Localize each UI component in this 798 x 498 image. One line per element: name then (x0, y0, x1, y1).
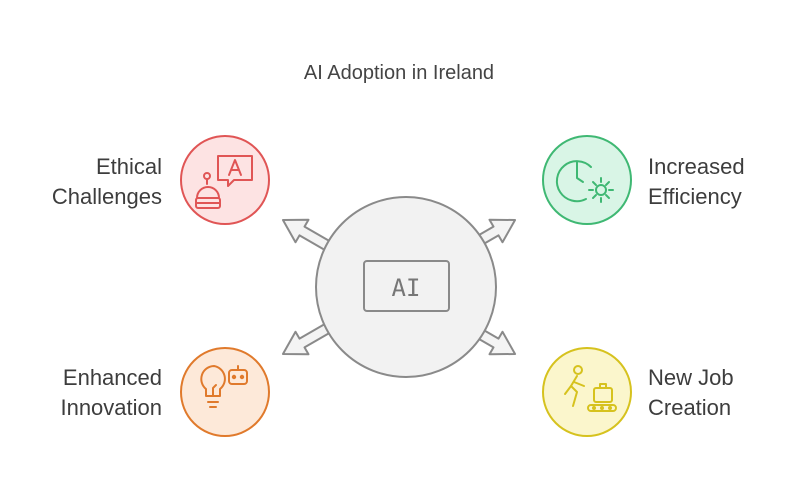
clock-gear-icon (555, 160, 614, 203)
node-new-job-creation (542, 347, 632, 437)
label-ethical-challenges: Ethical Challenges (51, 154, 162, 209)
node-enhanced-innovation (180, 347, 270, 437)
node-increased-efficiency (542, 135, 632, 225)
node-ethical-challenges (180, 135, 270, 225)
label-increased-efficiency: Increased Efficiency (648, 154, 745, 209)
label-new-job-creation: New Job Creation (648, 365, 734, 420)
center-label: AI (392, 274, 421, 302)
robot-translation-icon (195, 155, 253, 209)
worker-conveyor-icon (564, 365, 617, 412)
arrow-up-left-icon (281, 218, 334, 253)
diagram-title: AI Adoption in Ireland (303, 62, 495, 84)
label-enhanced-innovation: Enhanced Innovation (60, 365, 162, 420)
lightbulb-robot-icon (200, 365, 248, 408)
arrow-down-left-icon (281, 321, 334, 356)
ai-chip-icon (363, 260, 450, 312)
